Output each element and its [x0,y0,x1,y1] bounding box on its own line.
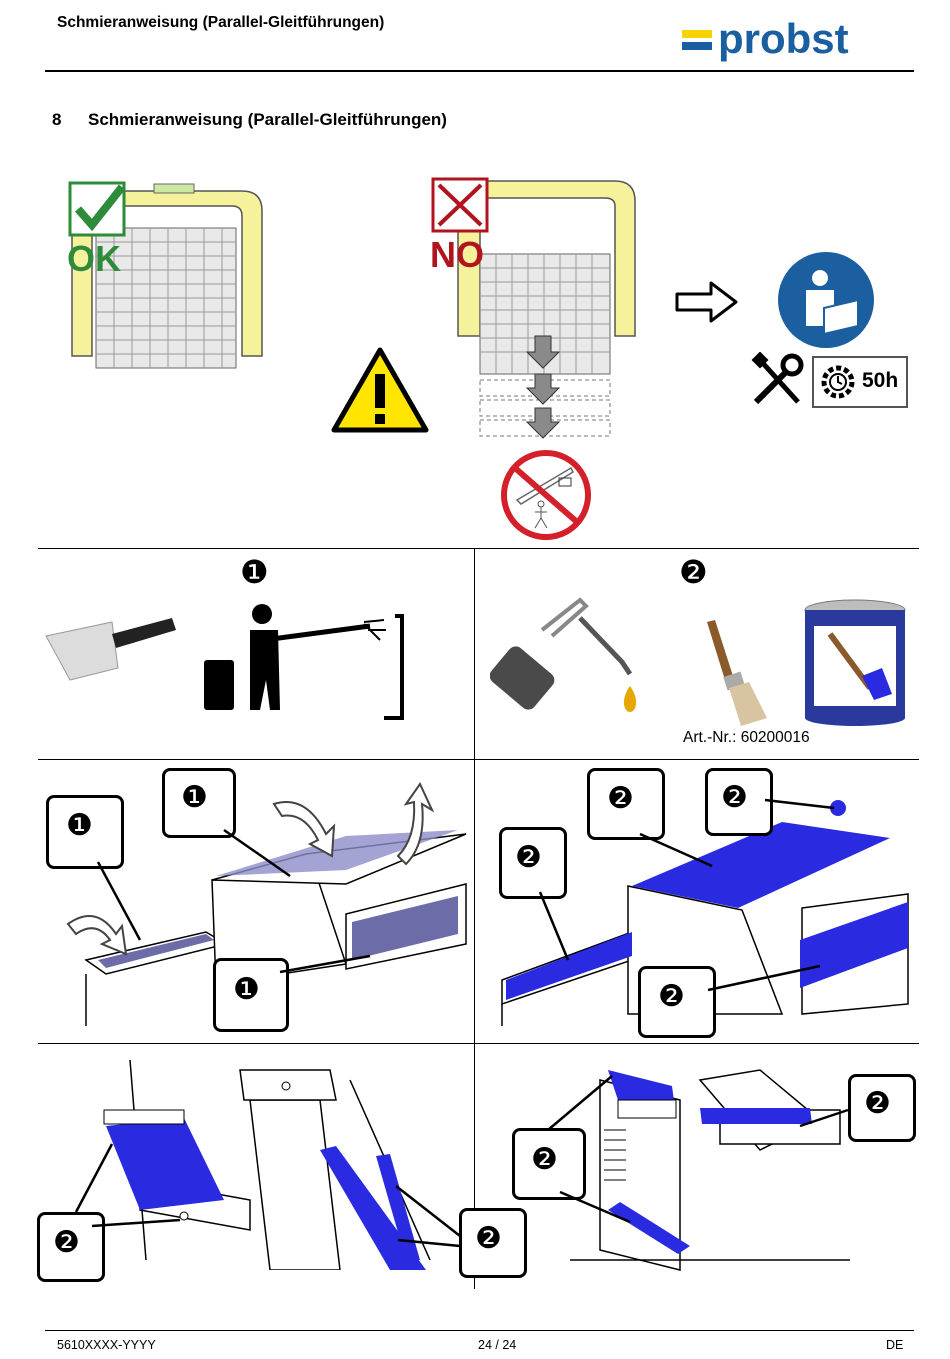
footer-language: DE [886,1338,903,1352]
footer-page: 24 / 24 [478,1338,516,1352]
footer-divider [45,1330,914,1331]
footer-doc-number: 5610XXXX-YYYY [57,1338,156,1352]
